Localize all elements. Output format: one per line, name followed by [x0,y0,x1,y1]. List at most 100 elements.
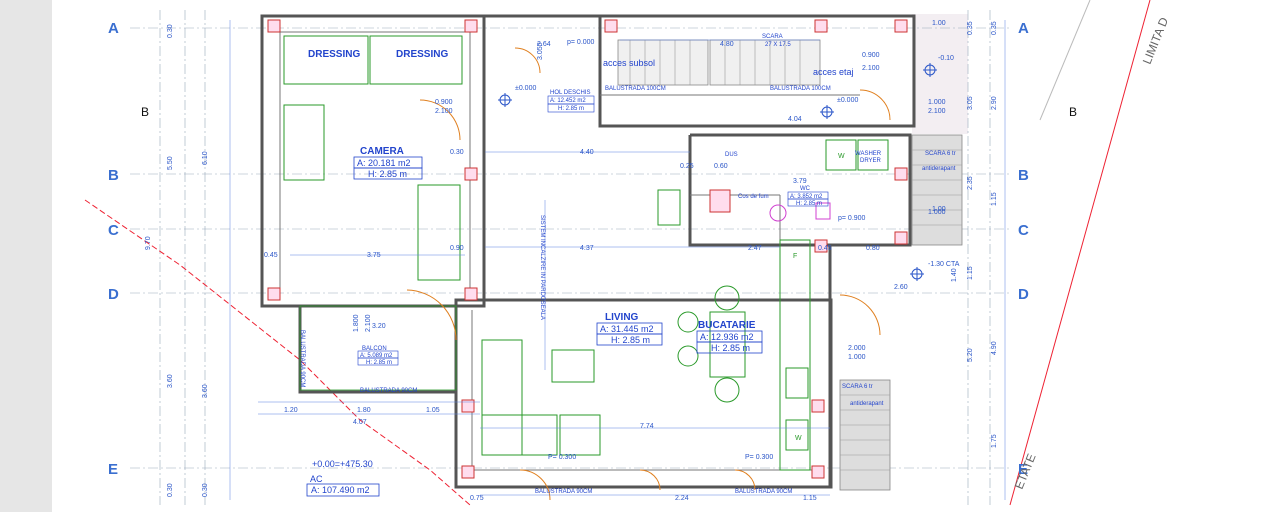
dimension-lines [229,20,1006,500]
level-markers [498,63,937,281]
columns [267,19,908,479]
left-margin [0,0,52,512]
wc-height: H: 2.85 m [796,201,822,207]
grid-label-e-left: E [108,461,118,478]
wc-fixtures [769,202,831,222]
dim-h-27: 2.64 [537,41,551,48]
dressing-1-label: DRESSING [308,49,360,60]
balcon-area: A: 5.089 m2 [360,353,393,359]
balcon-name: BALCON [362,346,387,352]
stairs [617,39,963,491]
ac-name: AC [310,474,323,484]
dressing-2-label: DRESSING [396,49,448,60]
balcon-height: H: 2.85 m [366,360,392,366]
ac-area: A: 107.490 m2 [311,485,370,495]
kitchen-w: W [795,435,802,442]
camera-area: A: 20.181 m2 [357,158,411,168]
balustrada-100-1: BALUSTRADA 100CM [605,86,666,92]
balustrada-90-3: BALUSTRADA 90CM [735,489,792,495]
door-value-5: 2.000 [848,345,866,352]
scara-label: SCARA [762,34,783,40]
dim-h-16: 1.00 [932,20,946,27]
dim-h-19: 0.45 [264,252,278,259]
dim-v-17: 1.40 [951,268,958,282]
balustrada-90-4: BALUSTRADA 90CM [299,330,305,387]
balustrada-90-1: BALUSTRADA 90CM [360,388,417,394]
section-label-right: B [1069,105,1077,119]
hol-area: A: 12.452 m2 [550,98,586,104]
dim-v-8: 0.30 [202,483,209,497]
dus-label: DUS [725,152,738,158]
camera-height: H: 2.85 m [368,169,407,179]
limita-label: LIMITA D [1140,15,1172,66]
dim-v-13: 1.15 [967,266,974,280]
dim-v-6: 3.60 [202,384,209,398]
dim-v-12: 1.15 [991,192,998,206]
dim-v-11: 2.35 [967,176,974,190]
washer-w: W [838,153,845,160]
grid-label-b-left: B [108,167,119,184]
grid-label-c-left: C [108,222,119,239]
door-value-2: 2.100 [435,108,453,115]
dim-v-19: 0.35 [991,21,998,35]
dim-h-2: 1.80 [357,407,371,414]
dim-h-21: 0.90 [450,245,464,252]
bucatarie-height: H: 2.85 m [711,343,750,353]
acces-etaj-label: acces etaj [813,67,854,77]
dim-h-20: 0.30 [450,149,464,156]
dim-h-15: 3.79 [793,178,807,185]
grid-label-c-right: C [1018,222,1029,239]
elevation-label: +0.00=+475.30 [312,459,373,469]
scara-6tr-bottom: SCARA 6 tr [842,384,873,390]
dim-h-8: 1.15 [803,495,817,502]
door-swings [406,47,891,501]
furniture [283,35,889,471]
level-zero-1: ±0.000 [515,85,536,92]
dim-v-18: 0.35 [967,21,974,35]
dryer-label: DRYER [860,158,882,164]
dim-h-22: 0.80 [866,245,880,252]
door-value-9: 0.900 [862,52,880,59]
dim-v-9: 3.05 [967,96,974,110]
p-300-left: P= 0.300 [548,454,576,461]
balustrada-100-2: BALUSTRADA 100CM [770,86,831,92]
wc-height-box [787,198,829,207]
grid-label-d-left: D [108,286,119,303]
p-300-right: P= 0.300 [745,454,773,461]
hol-height-box [547,103,595,113]
scara-dims-label: 27 X 17.5 [765,42,791,48]
grid-label-a-right: A [1018,20,1029,37]
bucatarie-height-box [696,341,763,354]
dim-h-24: 0.60 [714,163,728,170]
dim-h-13: 4.04 [788,116,802,123]
ac-area-box [306,483,380,497]
living-name: LIVING [605,312,639,323]
scara-6tr-top: SCARA 6 tr [925,151,956,157]
dim-v-7: 0.30 [167,483,174,497]
dim-v-5: 3.60 [167,374,174,388]
boundary-grey [1039,0,1091,121]
dim-h-4: 4.07 [353,419,367,426]
acces-subsol-label: acces subsol [603,58,655,68]
hol-name: HOL DESCHIS [550,90,590,96]
grid-label-b-right: B [1018,167,1029,184]
fridge-f: F [793,253,797,260]
dim-h-12: 4.80 [720,41,734,48]
cta-label: -1.30 CTA [928,261,960,268]
dim-h-25: 0.45 [818,245,832,252]
dim-h-5: 7.74 [640,423,654,430]
grid-label-e-right: E [1018,461,1028,478]
dim-h-10: 4.37 [580,245,594,252]
dim-h-18: 2.60 [894,284,908,291]
door-value-1: 0.900 [435,99,453,106]
door-value-3: 1.800 [353,314,360,332]
balcon-height-box [357,357,399,366]
hol-height: H: 2.85 m [558,106,584,112]
grid-label-a-left: A [108,20,119,37]
terrace-hatch [912,14,968,134]
living-height: H: 2.85 m [611,335,650,345]
camera-name: CAMERA [360,146,404,157]
dim-v-15: 4.90 [991,341,998,355]
dim-h-26: 3.20 [372,323,386,330]
dim-h-17: 1.00 [932,206,946,213]
